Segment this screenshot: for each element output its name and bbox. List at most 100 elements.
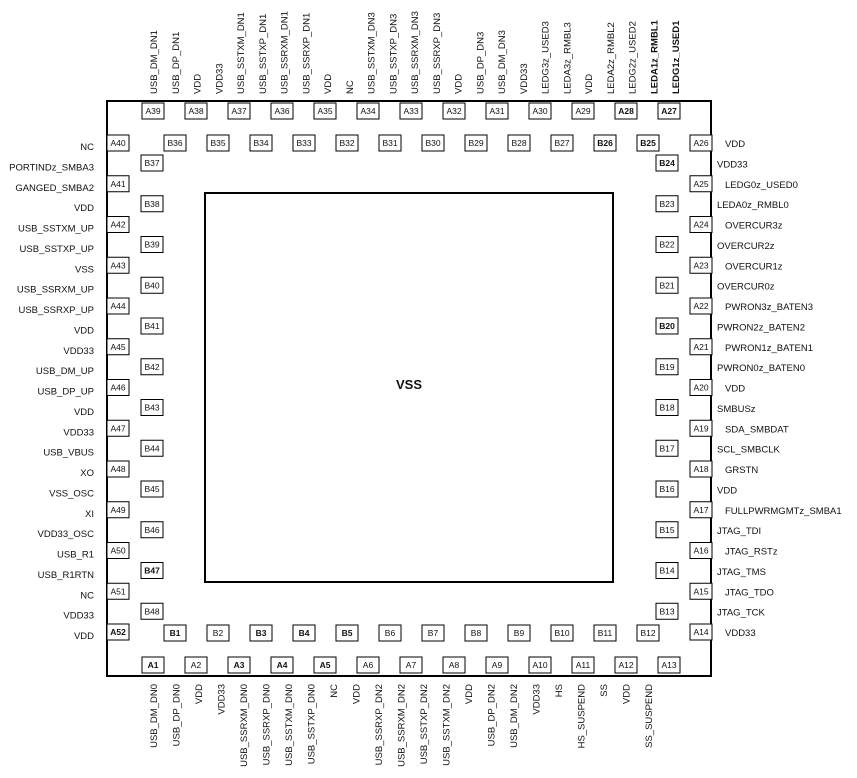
pin-number: A42 <box>110 220 125 230</box>
pin-box <box>593 624 617 642</box>
pin-number: A12 <box>618 660 633 670</box>
pin-number: B48 <box>144 606 159 616</box>
pin-number: A22 <box>693 301 708 311</box>
bottom-signal-label: VDD33 <box>217 684 228 715</box>
pin-box <box>227 656 251 674</box>
pin-box <box>657 102 681 120</box>
pin-box <box>270 102 294 120</box>
right-signal-label: SMBUSz <box>717 404 756 415</box>
pin-B38: B38 <box>140 195 164 213</box>
pin-box <box>313 656 337 674</box>
top-signal-label: VDD <box>454 74 465 94</box>
pin-B12: B12 <box>636 624 660 642</box>
pin-B18: B18 <box>655 399 679 416</box>
top-signal-label: LEDG2z_USED2 <box>628 21 639 94</box>
pin-box <box>184 102 208 120</box>
top-signal-label: LEDG1z_USED1 <box>671 20 682 94</box>
pin-box <box>689 582 713 600</box>
top-signal-label: LEDA2z_RMBL2 <box>606 22 617 94</box>
pin-A18: A18 <box>689 460 713 478</box>
bottom-signal-label: VDD <box>194 684 205 704</box>
pin-box <box>485 656 509 674</box>
right-signal-label: JTAG_RSTz <box>725 547 778 558</box>
right-signal-label: FULLPWRMGMTz_SMBA1 <box>725 506 842 517</box>
pin-number: A41 <box>110 179 125 189</box>
pin-number: B40 <box>144 280 159 290</box>
pin-A24: A24 <box>689 216 713 233</box>
pin-box <box>106 338 130 356</box>
right-signal-label: LEDG0z_USED0 <box>725 180 798 191</box>
top-signal-label: VDD <box>584 74 595 94</box>
pin-box <box>106 623 130 641</box>
pin-box <box>655 317 679 335</box>
pin-box <box>140 195 164 213</box>
pin-B26: B26 <box>593 134 617 152</box>
pin-number: A5 <box>320 660 331 670</box>
pin-box <box>270 656 294 674</box>
pin-number: A23 <box>693 260 708 270</box>
pin-B47: B47 <box>140 562 164 579</box>
pin-box <box>689 134 713 152</box>
pin-number: A27 <box>661 106 677 116</box>
pin-number: B38 <box>144 199 159 209</box>
left-signal-label: USB_DM_UP <box>36 366 94 377</box>
pin-number: B5 <box>342 628 353 638</box>
pin-number: B12 <box>640 628 655 638</box>
pin-box <box>464 624 488 642</box>
pin-A47: A47 <box>106 419 130 437</box>
pin-box <box>399 102 423 120</box>
pin-box <box>689 297 713 315</box>
pin-number: B18 <box>659 403 674 413</box>
pin-number: B30 <box>425 138 440 148</box>
pin-number: A18 <box>693 464 708 474</box>
top-signal-label: USB_DP_DN1 <box>171 32 182 94</box>
pin-box <box>421 134 445 152</box>
right-signal-label: VDD <box>717 485 737 496</box>
top-signal-label: USB_SSRXM_DN3 <box>410 11 421 94</box>
pin-box <box>655 562 679 579</box>
pin-B22: B22 <box>655 236 679 253</box>
pin-B24: B24 <box>655 154 679 172</box>
right-signal-label: JTAG_TCK <box>717 608 766 619</box>
right-signal-label: VDD <box>725 384 745 395</box>
pin-number: B35 <box>210 138 225 148</box>
right-signal-label: SCL_SMBCLK <box>717 445 780 456</box>
pin-B17: B17 <box>655 439 679 457</box>
pin-box <box>571 102 595 120</box>
pin-B44: B44 <box>140 439 164 457</box>
pin-A4: A4 <box>270 656 294 674</box>
pin-box <box>655 399 679 416</box>
bottom-signal-label: SS_SUSPEND <box>644 684 655 748</box>
pin-number: B34 <box>253 138 268 148</box>
bottom-signal-label: USB_SSRXM_DN0 <box>239 684 250 767</box>
pin-number: A2 <box>191 660 202 670</box>
die-pad-label: VSS <box>396 377 422 392</box>
top-signal-label: USB_SSRXP_DN3 <box>432 13 443 94</box>
pin-box <box>292 624 316 642</box>
pin-A15: A15 <box>689 582 713 600</box>
pin-A36: A36 <box>270 102 294 120</box>
pin-number: B4 <box>299 628 310 638</box>
pin-number: B22 <box>659 240 674 250</box>
top-signal-label: VDD33 <box>214 63 225 94</box>
right-signal-label: SDA_SMBDAT <box>725 424 789 435</box>
pin-box <box>141 656 165 674</box>
pin-B40: B40 <box>140 276 164 294</box>
pin-B10: B10 <box>550 624 574 642</box>
pin-box <box>141 102 165 120</box>
pin-number: B17 <box>659 443 674 453</box>
left-signal-label: VDD33 <box>63 427 94 438</box>
pin-box <box>689 501 713 519</box>
pin-number: A21 <box>693 342 708 352</box>
pin-number: B42 <box>144 362 159 372</box>
pin-box <box>550 624 574 642</box>
pin-number: A4 <box>277 660 288 670</box>
pin-B6: B6 <box>378 624 402 642</box>
pin-number: B31 <box>382 138 397 148</box>
pin-B34: B34 <box>249 134 273 152</box>
left-signal-label: VDD33 <box>63 611 94 622</box>
pin-B5: B5 <box>335 624 359 642</box>
left-signal-label: USB_R1 <box>57 550 94 561</box>
bottom-signal-label: VDD <box>464 684 475 704</box>
left-signal-label: NC <box>80 142 94 153</box>
